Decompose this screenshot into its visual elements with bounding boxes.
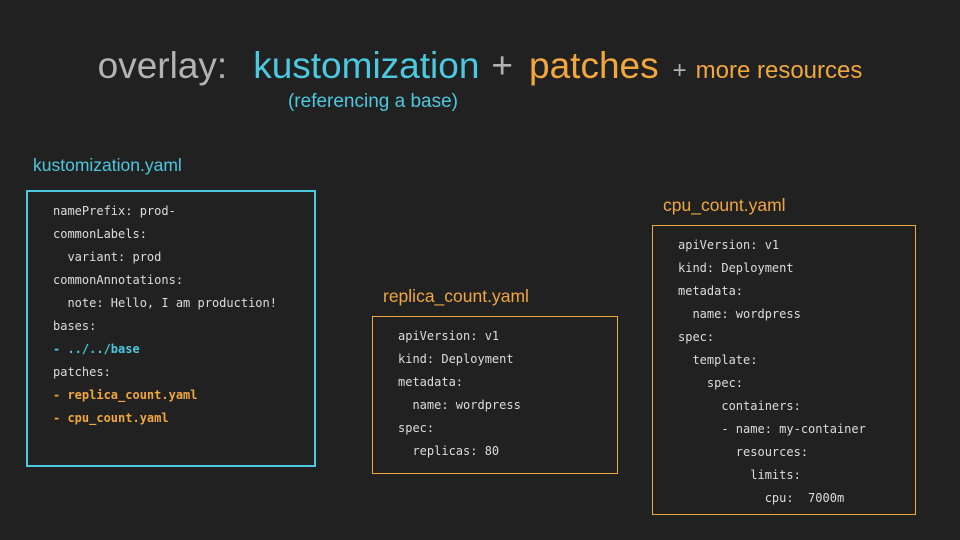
code-line: name: wordpress bbox=[398, 398, 521, 412]
code-line: apiVersion: v1 bbox=[398, 329, 500, 343]
title-patches: patches bbox=[529, 45, 659, 86]
code-line: spec: bbox=[398, 421, 435, 435]
title-plus-1: + bbox=[491, 45, 514, 86]
code-content-kustomization: namePrefix: prod-commonLabels: variant: … bbox=[28, 192, 314, 430]
code-line: spec: bbox=[678, 330, 715, 344]
code-line: cpu: 7000m bbox=[678, 491, 845, 505]
code-line: - replica_count.yaml bbox=[53, 388, 198, 402]
code-line: commonAnnotations: bbox=[53, 273, 184, 287]
code-line: limits: bbox=[678, 468, 801, 482]
title-overlay: overlay: bbox=[97, 45, 228, 86]
file-label-cpu-count-yaml: cpu_count.yaml bbox=[663, 195, 786, 215]
code-line: commonLabels: bbox=[53, 227, 147, 241]
code-line: apiVersion: v1 bbox=[678, 238, 780, 252]
title-plus-2: + bbox=[672, 57, 687, 84]
code-line: variant: prod bbox=[53, 250, 162, 264]
code-line: note: Hello, I am production! bbox=[53, 296, 277, 310]
code-line: - cpu_count.yaml bbox=[53, 411, 169, 425]
title-kustomization: kustomization bbox=[253, 45, 480, 86]
code-line: spec: bbox=[678, 376, 744, 390]
code-line: containers: bbox=[678, 399, 801, 413]
subtitle-referencing-base: (referencing a base) bbox=[287, 91, 459, 112]
code-line: template: bbox=[678, 353, 758, 367]
code-line: - name: my-container bbox=[678, 422, 866, 436]
code-line: namePrefix: prod- bbox=[53, 204, 176, 218]
code-box-kustomization-yaml: namePrefix: prod-commonLabels: variant: … bbox=[26, 190, 316, 467]
code-line: metadata: bbox=[398, 375, 464, 389]
code-line: replicas: 80 bbox=[398, 444, 500, 458]
file-label-replica-count-yaml: replica_count.yaml bbox=[383, 286, 529, 306]
code-line: kind: Deployment bbox=[678, 261, 794, 275]
code-line: resources: bbox=[678, 445, 809, 459]
code-line: metadata: bbox=[678, 284, 744, 298]
code-line: bases: bbox=[53, 319, 97, 333]
page-title: overlay: kustomization + patches + more … bbox=[0, 44, 960, 88]
code-line: name: wordpress bbox=[678, 307, 801, 321]
file-label-kustomization-yaml: kustomization.yaml bbox=[33, 155, 182, 175]
code-line: patches: bbox=[53, 365, 111, 379]
title-more-resources: more resources bbox=[695, 57, 863, 84]
code-line: kind: Deployment bbox=[398, 352, 514, 366]
code-line: - ../../base bbox=[53, 342, 140, 356]
